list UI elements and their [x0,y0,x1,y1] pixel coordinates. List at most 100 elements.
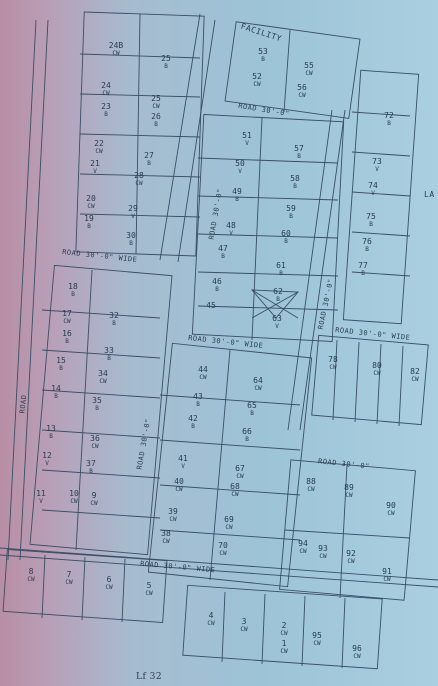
edge-text: LA [424,190,435,199]
block-right-lower [279,459,416,601]
block-central-lower [147,342,313,588]
facility-block [224,21,361,119]
block-upper-middle [191,114,345,342]
block-bottom-right [182,584,383,670]
plot-label: 45 [206,301,216,310]
block-left-middle [29,264,173,556]
signature-mark: Lf 32 [136,672,163,682]
road-edge [159,13,201,261]
block-right-middle [311,334,429,426]
block-bottom-left [2,549,168,623]
